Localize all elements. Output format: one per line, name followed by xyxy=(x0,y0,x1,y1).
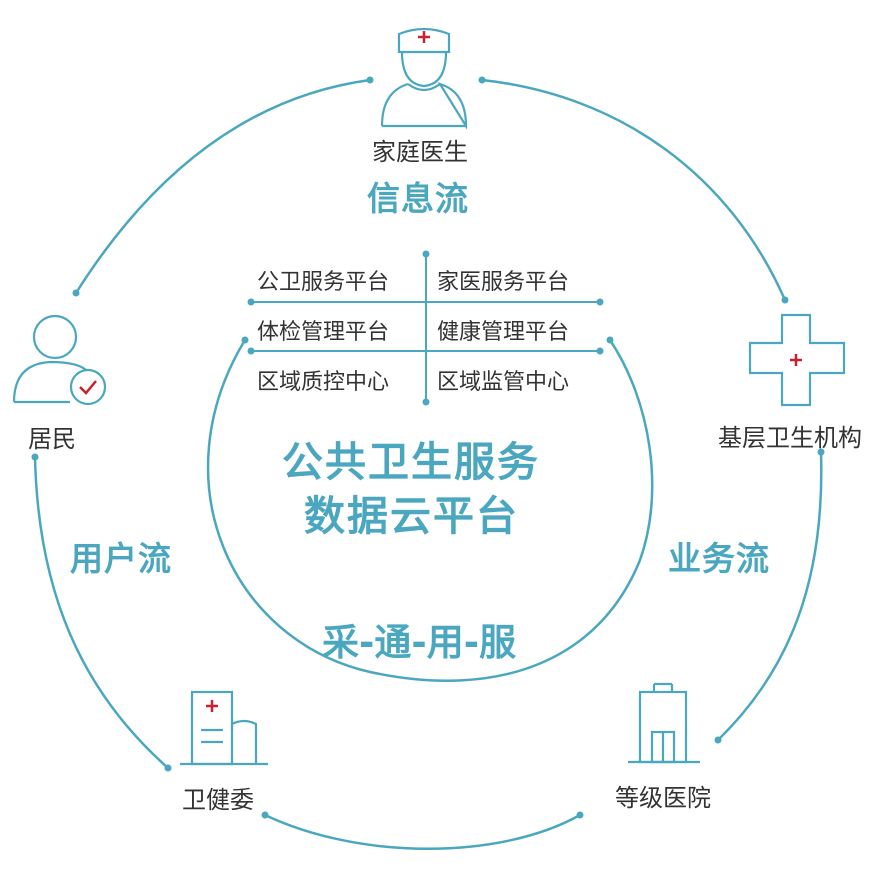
ring-endpoints xyxy=(31,76,825,819)
cross-icon xyxy=(748,313,846,407)
ring-dot xyxy=(606,336,614,344)
flow-label-user: 用户流 xyxy=(70,539,172,578)
grid-dot xyxy=(422,250,430,258)
grid-dot xyxy=(596,298,604,306)
node-label-resident: 居民 xyxy=(28,425,76,453)
grid-dots xyxy=(247,250,604,406)
ring-dot xyxy=(714,736,722,744)
platform-cell: 区域质控中心 xyxy=(257,370,390,395)
grid-dot xyxy=(596,347,604,355)
node-label-hospital: 等级医院 xyxy=(615,784,711,812)
ring-dot xyxy=(817,448,825,456)
doctor-icon xyxy=(380,27,468,130)
arc-clinic-hospital xyxy=(717,451,823,741)
ring-dot xyxy=(164,764,172,772)
ring-dot xyxy=(478,76,486,84)
grid-dot xyxy=(422,398,430,406)
platform-grid xyxy=(251,254,600,402)
node-label-clinic: 基层卫生机构 xyxy=(718,424,862,452)
ring-dot xyxy=(261,811,269,819)
grid-dot xyxy=(247,347,255,355)
center-slogan: 采-通-用-服 xyxy=(322,621,517,664)
platform-cell: 家医服务平台 xyxy=(437,270,570,295)
hospital-building-icon xyxy=(628,682,700,764)
platform-cell: 健康管理平台 xyxy=(437,320,570,345)
platform-cell: 公卫服务平台 xyxy=(257,270,390,295)
arc-resident-doctor xyxy=(74,78,371,294)
ring-dot xyxy=(781,296,789,304)
ring-dot xyxy=(72,289,80,297)
ring-dot xyxy=(366,76,374,84)
resident-icon xyxy=(12,314,107,406)
center-title-line1: 公共卫生服务 xyxy=(282,438,540,486)
outer-ring xyxy=(33,78,823,850)
node-label-doctor: 家庭医生 xyxy=(372,138,468,166)
arc-commission-resident xyxy=(33,456,169,769)
flow-label-business: 业务流 xyxy=(668,539,770,578)
ring-dot xyxy=(31,453,39,461)
grid-dot xyxy=(247,298,255,306)
platform-cell: 区域监管中心 xyxy=(437,370,570,395)
platform-cell: 体检管理平台 xyxy=(257,320,390,345)
ring-dot xyxy=(241,336,249,344)
inner-arc xyxy=(206,339,654,682)
center-title-line2: 数据云平台 xyxy=(304,492,519,540)
arc-hospital-commission xyxy=(264,813,581,850)
arc-doctor-clinic xyxy=(481,78,787,301)
flow-label-info: 信息流 xyxy=(367,179,469,218)
commission-building-icon xyxy=(180,690,268,766)
node-label-commission: 卫健委 xyxy=(182,786,254,814)
ring-dot xyxy=(576,811,584,819)
